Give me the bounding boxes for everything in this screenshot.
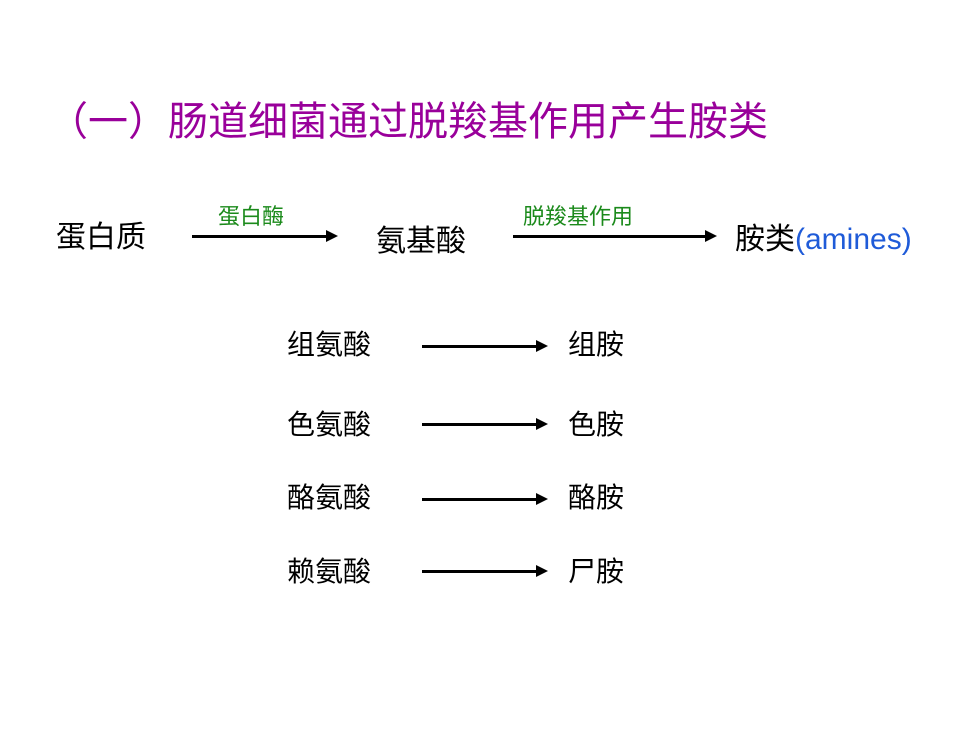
product-label: 组胺 [568, 328, 625, 361]
amines-label: 胺类(amines) [735, 220, 912, 260]
reactant-label: 酪氨酸 [287, 481, 372, 514]
protease-label: 蛋白酶 [218, 205, 285, 230]
product-label: 酪胺 [568, 481, 625, 514]
reaction-row: 色氨酸 色胺 [0, 406, 980, 446]
arrow-right-icon [192, 230, 338, 242]
reaction-row: 赖氨酸 尸胺 [0, 553, 980, 593]
decarboxylation-label: 脱羧基作用 [523, 205, 634, 230]
product-label: 尸胺 [568, 555, 625, 588]
arrow-right-icon [422, 418, 548, 430]
amino-acid-label: 氨基酸 [376, 224, 466, 259]
amines-cn: 胺类 [735, 222, 795, 257]
protein-label: 蛋白质 [56, 220, 146, 255]
arrow-right-icon [422, 493, 548, 505]
reactant-label: 色氨酸 [287, 408, 372, 441]
reactant-label: 组氨酸 [287, 328, 372, 361]
slide-title: （一）肠道细菌通过脱羧基作用产生胺类 [48, 99, 768, 145]
arrow-right-icon [422, 340, 548, 352]
amines-en: (amines) [795, 223, 912, 256]
arrow-right-icon [513, 230, 717, 242]
reaction-row: 酪氨酸 酪胺 [0, 479, 980, 519]
reactant-label: 赖氨酸 [287, 555, 372, 588]
arrow-right-icon [422, 565, 548, 577]
product-label: 色胺 [568, 408, 625, 441]
reaction-row: 组氨酸 组胺 [0, 326, 980, 366]
